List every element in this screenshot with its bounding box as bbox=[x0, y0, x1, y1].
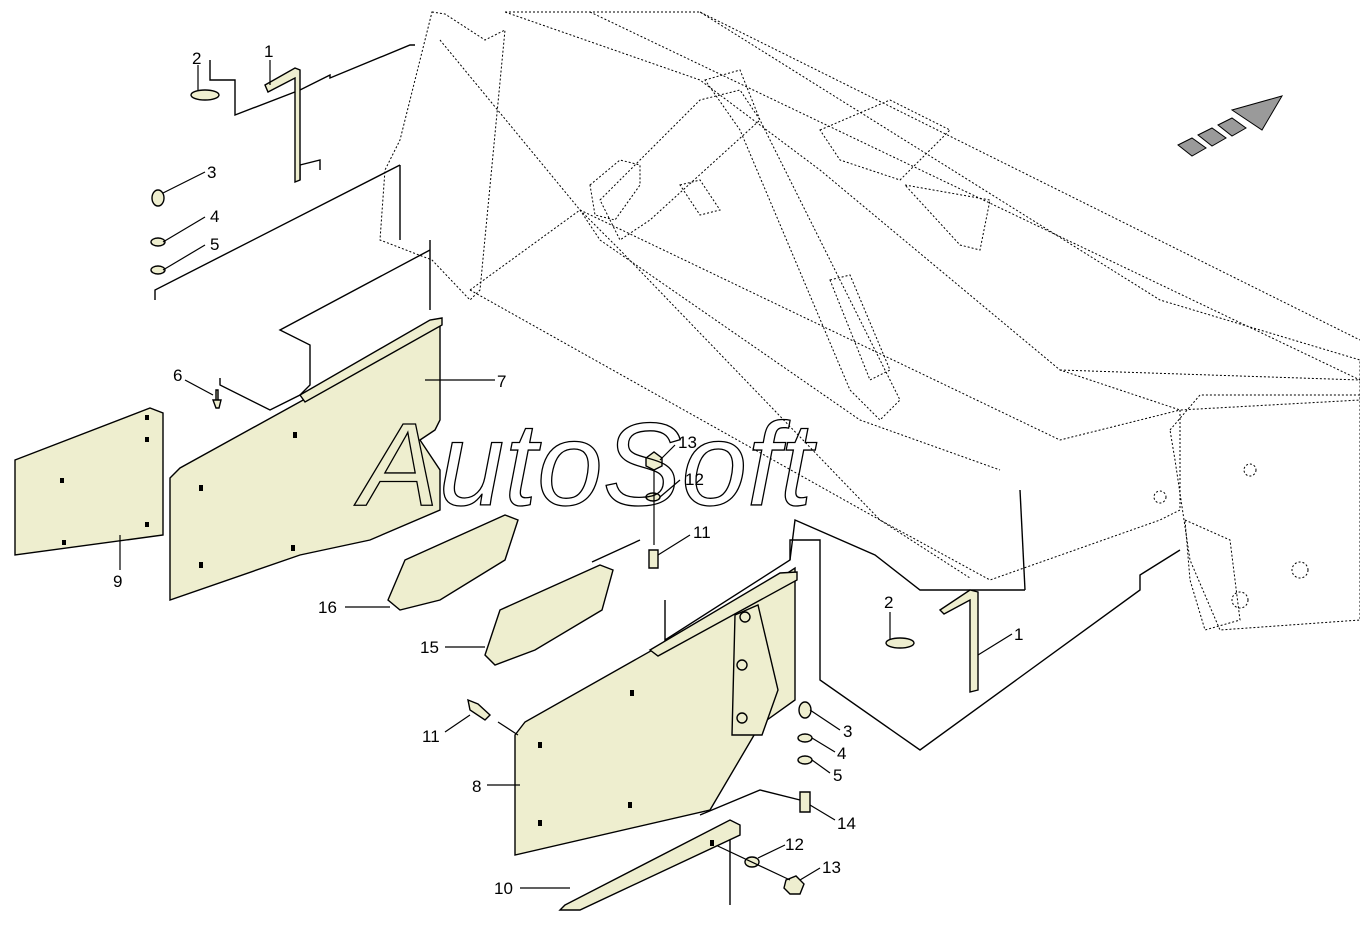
upper-shield-assembly bbox=[150, 44, 431, 411]
lock-pin-upper bbox=[264, 67, 301, 184]
callout-5-lower: 5 bbox=[833, 766, 842, 785]
guard-16 bbox=[387, 514, 519, 611]
washer-upper-5 bbox=[150, 265, 166, 275]
callout-15: 15 bbox=[420, 638, 439, 657]
lower-outline bbox=[664, 518, 1025, 642]
callout-3-lower: 3 bbox=[843, 722, 852, 741]
callout-13-lower: 13 bbox=[822, 858, 841, 877]
strip-10 bbox=[558, 819, 741, 911]
strip-9 bbox=[14, 407, 164, 556]
callout-8: 8 bbox=[472, 777, 481, 796]
callout-11-upper: 11 bbox=[693, 523, 711, 542]
center-fasteners bbox=[591, 451, 663, 569]
eye-bolt-upper bbox=[151, 189, 165, 207]
callout-4-lower: 4 bbox=[837, 744, 846, 763]
callout-14: 14 bbox=[837, 814, 856, 833]
callout-9: 9 bbox=[113, 572, 122, 591]
callout-4-upper: 4 bbox=[210, 207, 219, 226]
callout-7: 7 bbox=[497, 372, 506, 391]
washer-upper-4 bbox=[150, 237, 166, 247]
callout-1-upper: 1 bbox=[264, 42, 273, 61]
callout-11-lower: 11 bbox=[422, 727, 440, 746]
callout-1-lower: 1 bbox=[1014, 625, 1023, 644]
callout-5-upper: 5 bbox=[210, 235, 219, 254]
shield-8 bbox=[514, 566, 796, 856]
mower-frame bbox=[379, 11, 1360, 631]
linch-pin-clip-lower bbox=[885, 637, 915, 649]
guard-15 bbox=[484, 564, 614, 666]
lock-pin-lower bbox=[938, 589, 979, 693]
callout-12-lower: 12 bbox=[785, 835, 804, 854]
watermark: AutoSoft bbox=[354, 399, 817, 531]
callout-12-upper: 12 bbox=[685, 470, 704, 489]
callout-6: 6 bbox=[173, 366, 182, 385]
linch-pin-clip-upper bbox=[190, 89, 220, 101]
callout-16: 16 bbox=[318, 598, 337, 617]
callout-13-upper: 13 bbox=[678, 433, 697, 452]
callout-3-upper: 3 bbox=[207, 163, 216, 182]
bolt-6 bbox=[211, 389, 222, 409]
hinge-plate bbox=[731, 604, 779, 736]
callout-2-lower: 2 bbox=[884, 593, 893, 612]
callout-10: 10 bbox=[494, 879, 513, 898]
travel-direction-arrow-icon bbox=[1177, 95, 1284, 157]
callout-2-upper: 2 bbox=[192, 49, 201, 68]
leader-lines bbox=[119, 60, 1013, 889]
callouts: 1 2 3 4 5 6 7 9 13 12 11 16 15 2 1 11 3 … bbox=[113, 42, 1023, 898]
